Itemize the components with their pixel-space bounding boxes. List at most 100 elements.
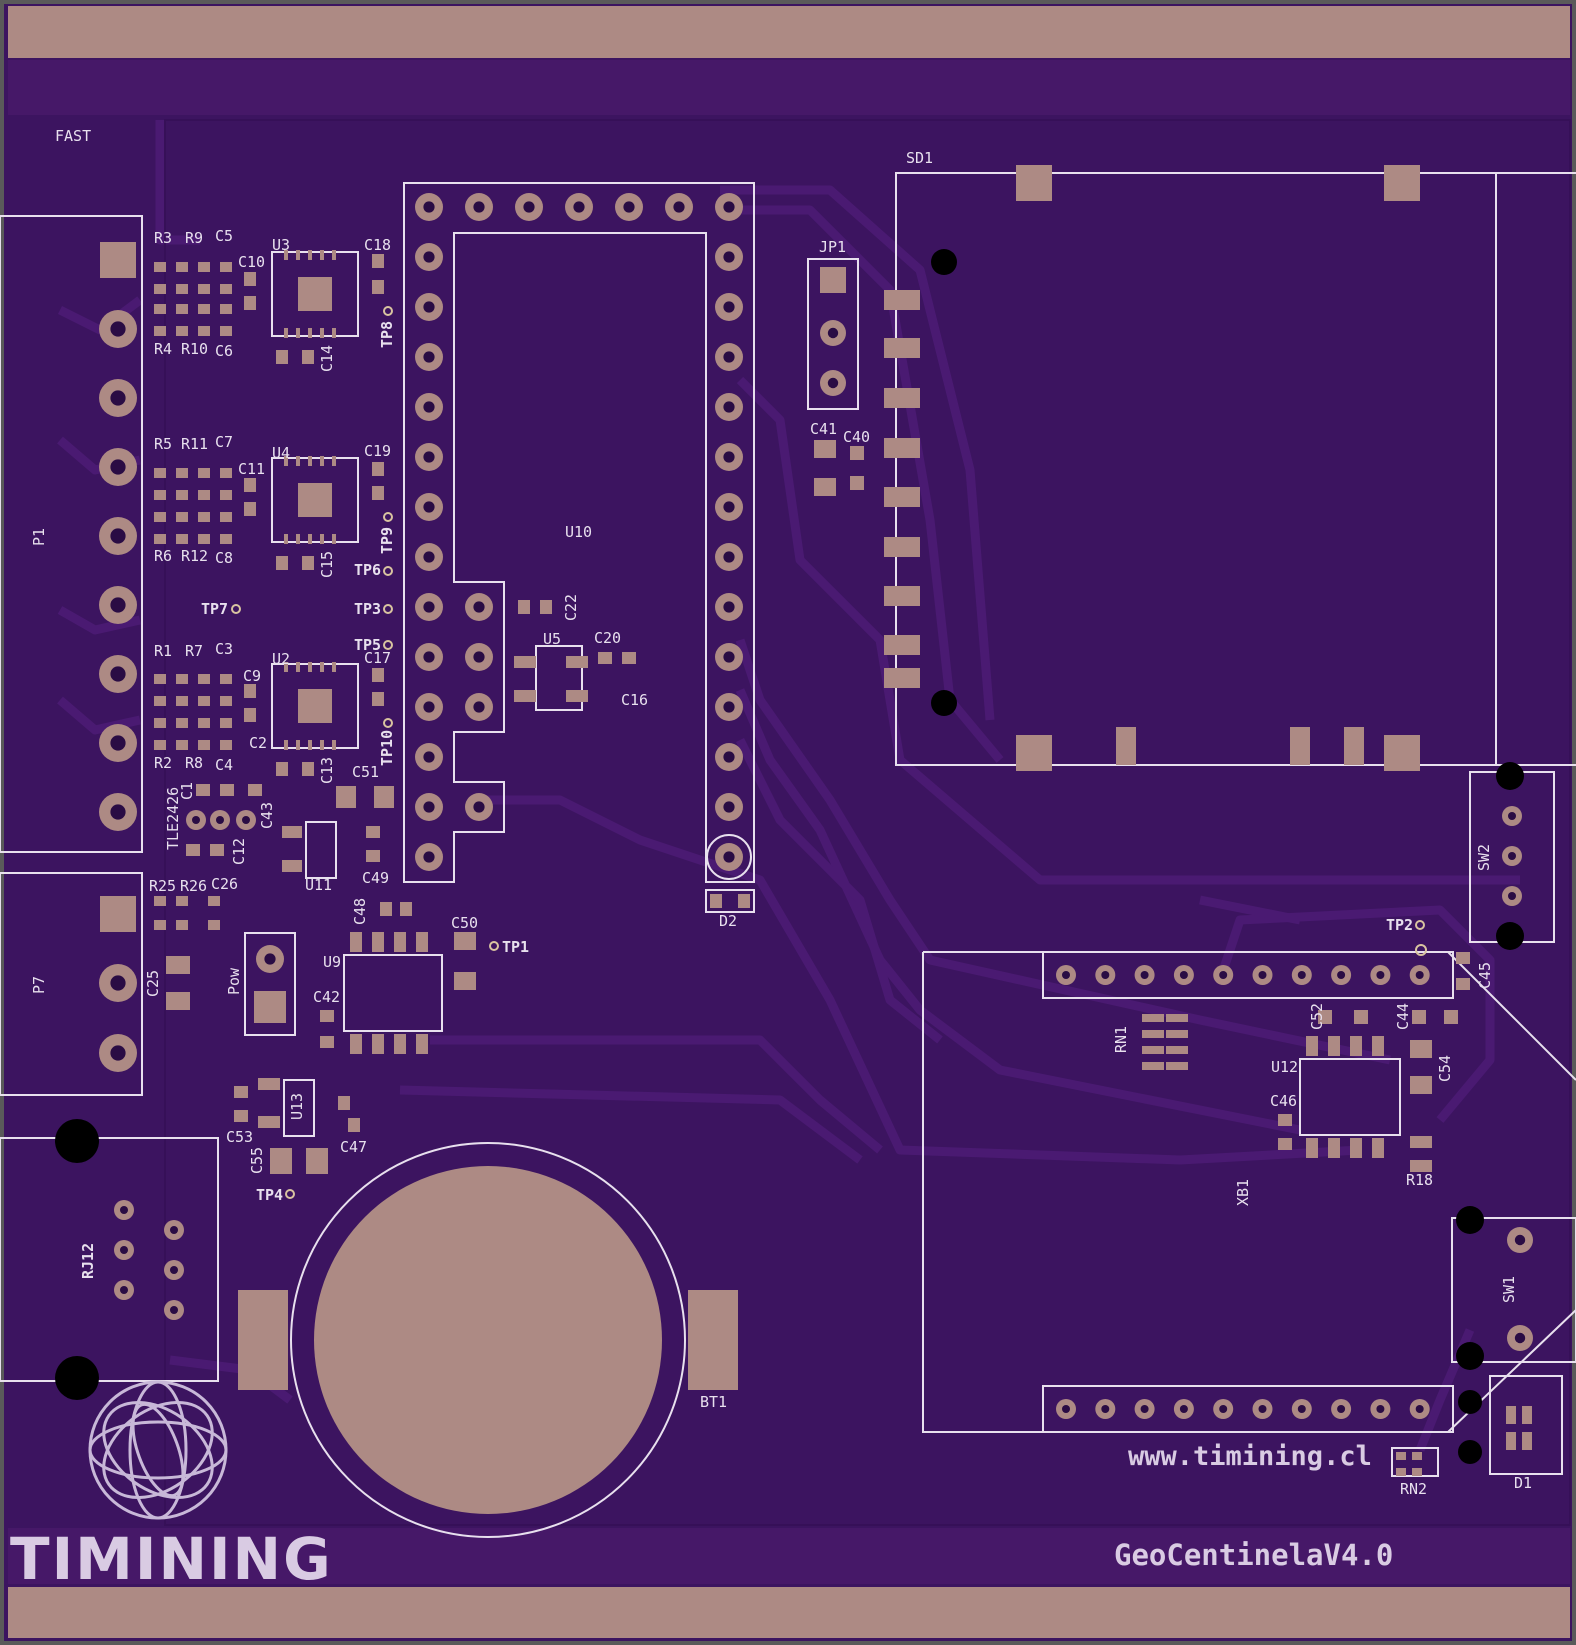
rj12-pin-hole (120, 1286, 128, 1294)
label-p7: P7 (30, 975, 48, 994)
label-tp8: TP8 (378, 320, 396, 348)
label-c11: C11 (238, 460, 266, 478)
u10-pad-hole (723, 601, 735, 613)
label-c20: C20 (594, 629, 622, 647)
u10-pad-hole (423, 751, 435, 763)
label-c54: C54 (1436, 1054, 1454, 1082)
top-copper-rail (8, 6, 1570, 58)
tle2426-pin-hole (192, 816, 200, 824)
bottom-copper-rail (8, 1587, 1570, 1638)
p1-pin-hole (110, 390, 126, 406)
label-fast: FAST (55, 127, 92, 145)
label-r1: R1 (154, 642, 173, 660)
xb1-pin-hole (1376, 1405, 1385, 1413)
jp1-pin-hole (827, 377, 839, 389)
board-model: GeoCentinelaV4.0 (1114, 1538, 1394, 1572)
sensor-pins (284, 250, 336, 750)
label-tp1: TP1 (502, 938, 530, 956)
label-c45: C45 (1476, 961, 1494, 989)
label-c48: C48 (351, 897, 369, 925)
xb1-pin-hole (1062, 971, 1070, 979)
label-c7: C7 (215, 433, 234, 451)
u10-pad-hole (723, 701, 735, 713)
label-xb1: XB1 (1234, 1178, 1252, 1206)
p1-pin-hole (110, 735, 126, 751)
u10-pad-hole (423, 851, 435, 863)
label-sd1: SD1 (906, 149, 934, 167)
label-c13: C13 (318, 756, 336, 784)
xb1-pin-hole (1179, 1405, 1188, 1413)
u10-pad-hole (473, 651, 485, 663)
rj12-pin-hole (170, 1266, 178, 1274)
label-c4: C4 (215, 756, 234, 774)
p7-pin-hole (110, 975, 126, 991)
u10-pad-hole (723, 651, 735, 663)
label-pow: Pow (225, 967, 243, 995)
xb1-pin-hole (1219, 971, 1228, 979)
label-c44: C44 (1394, 1002, 1412, 1030)
label-c52: C52 (1308, 1002, 1326, 1030)
xb1-pin-hole (1297, 971, 1306, 979)
pow-pin-hole (264, 953, 276, 965)
xb1-pin-hole (1101, 971, 1110, 979)
xb1-pin-hole (1258, 971, 1267, 979)
label-c41: C41 (810, 420, 838, 438)
label-p1: P1 (30, 527, 48, 546)
xb1-pin-hole (1179, 971, 1188, 979)
label-c9: C9 (243, 667, 262, 685)
label-tp6: TP6 (354, 561, 382, 579)
label-c51: C51 (352, 763, 380, 781)
tle2426-pin-hole (216, 816, 224, 824)
label-c2: C2 (249, 734, 268, 752)
xb1-pin-hole (1258, 1405, 1267, 1413)
u10-pad-hole (723, 851, 735, 863)
label-c16: C16 (621, 691, 649, 709)
rj12-pin-hole (120, 1246, 128, 1254)
xb1-pin-hole (1337, 971, 1346, 979)
label-r4: R4 (154, 340, 173, 358)
u10-pad-hole (423, 801, 435, 813)
xb1-pin-hole (1219, 1405, 1228, 1413)
u10-pad-hole (473, 601, 485, 613)
p7-pin-hole (110, 1045, 126, 1061)
label-c19: C19 (364, 442, 392, 460)
u10-pad-hole (473, 801, 485, 813)
label-r3: R3 (154, 229, 173, 247)
label-u5: U5 (543, 630, 562, 648)
u10-pad-hole (423, 401, 435, 413)
xb1-pin-hole (1337, 1405, 1346, 1413)
label-c8: C8 (215, 549, 234, 567)
label-sw2: SW2 (1475, 843, 1493, 871)
u10-pad-hole (723, 401, 735, 413)
xb1-pin-hole (1140, 971, 1149, 979)
website-url: www.timining.cl (1128, 1441, 1372, 1472)
u10-pad-hole (523, 201, 535, 213)
label-c42: C42 (313, 988, 341, 1006)
u10-pad-hole (473, 701, 485, 713)
brand-logo-text: TIMINING (10, 1525, 333, 1593)
label-r10: R10 (181, 340, 209, 358)
p1-pin-hole (110, 597, 126, 613)
u10-pad-hole (473, 201, 485, 213)
xb1-pin-hole (1140, 1405, 1149, 1413)
timining-globe-logo (88, 1380, 228, 1520)
sw2-pin-hole (1508, 852, 1516, 860)
label-c12: C12 (230, 837, 248, 865)
label-c43: C43 (258, 801, 276, 829)
label-bt1: BT1 (700, 1393, 728, 1411)
rj12-pin-hole (170, 1226, 178, 1234)
p1-pin-hole (110, 459, 126, 475)
label-d1: D1 (1514, 1474, 1533, 1492)
label-c14: C14 (318, 344, 336, 372)
label-c15: C15 (318, 550, 336, 578)
label-u12: U12 (1271, 1058, 1299, 1076)
label-d2: D2 (719, 912, 738, 930)
label-c18: C18 (364, 236, 392, 254)
rj12-pin-hole (170, 1306, 178, 1314)
u10-pad-hole (423, 351, 435, 363)
u10-pad-hole (423, 501, 435, 513)
label-c49: C49 (362, 869, 390, 887)
u10-pad-hole (423, 701, 435, 713)
